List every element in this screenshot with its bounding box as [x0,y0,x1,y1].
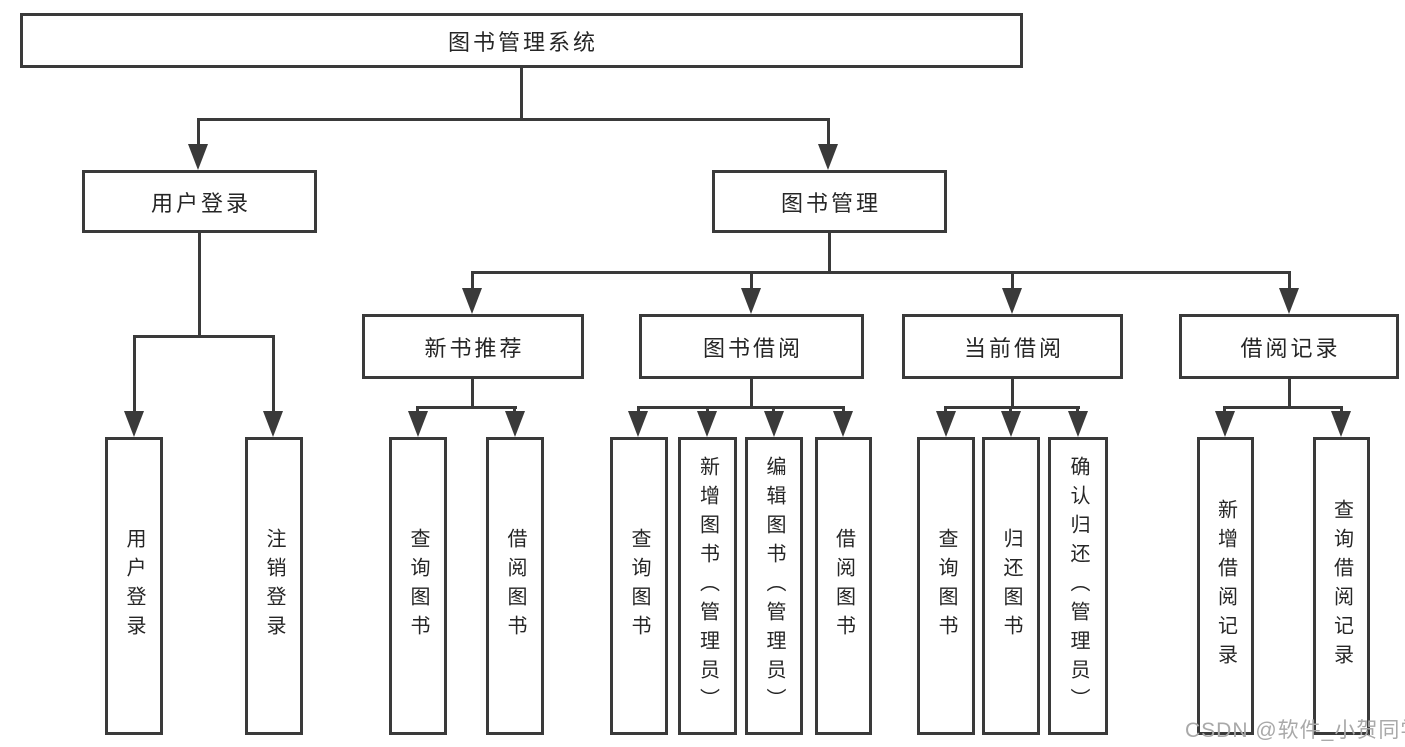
arrow-down-icon [1002,288,1022,314]
leaf-borrow-book: 借阅图书 [815,437,872,735]
node-book-borrow: 图书借阅 [639,314,864,379]
node-label: 归还图书 [1000,528,1022,644]
node-book-management: 图书管理 [712,170,947,233]
connector-vline [1009,406,1012,415]
node-label: 注销登录 [263,528,285,644]
arrow-down-icon [408,411,428,437]
node-label: 新书推荐 [424,335,525,361]
node-label: 借阅记录 [1240,335,1341,361]
connector-vline [1011,379,1014,406]
connector-vline [706,406,709,415]
connector-vline [637,406,640,415]
csdn-watermark: CSDN @软件_小贺同学 [1185,719,1405,742]
leaf-query-book: 查询图书 [610,437,668,735]
connector-vline [272,335,275,415]
node-label: 查询图书 [407,528,429,644]
node-root: 图书管理系统 [20,13,1023,68]
connector-vline [1076,406,1079,415]
node-label: 用户登录 [123,528,145,644]
arrow-down-icon [936,411,956,437]
node-label: 编辑图书（管理员） [763,455,785,717]
leaf-user-login: 用户登录 [105,437,163,735]
leaf-borrow-book: 借阅图书 [486,437,544,735]
connector-vline [944,406,947,415]
leaf-query-book: 查询图书 [917,437,975,735]
connector-hline [197,118,830,121]
connector-vline [828,233,831,271]
connector-vline [842,406,845,415]
leaf-confirm-return-admin: 确认归还（管理员） [1048,437,1108,735]
node-label: 查询借阅记录 [1330,499,1353,673]
node-label: 图书管理 [780,190,881,216]
leaf-query-borrow-record: 查询借阅记录 [1313,437,1370,735]
arrow-down-icon [1068,411,1088,437]
connector-vline [1288,379,1291,406]
arrow-down-icon [833,411,853,437]
arrow-down-icon [1279,288,1299,314]
connector-vline [513,406,516,415]
connector-vline [520,68,523,118]
arrow-down-icon [818,144,838,170]
arrow-down-icon [263,411,283,437]
node-label: 新增借阅记录 [1214,499,1237,673]
connector-vline [1288,271,1291,292]
arrow-down-icon [697,411,717,437]
connector-vline [1011,271,1014,292]
node-label: 图书管理系统 [447,29,598,55]
leaf-return-book: 归还图书 [982,437,1040,735]
arrow-down-icon [1001,411,1021,437]
connector-vline [197,118,200,150]
arrow-down-icon [764,411,784,437]
connector-vline [827,118,830,150]
node-label: 查询图书 [628,528,650,644]
connector-vline [471,271,474,292]
node-label: 借阅图书 [832,528,855,644]
arrow-down-icon [1331,411,1351,437]
connector-vline [416,406,419,415]
connector-hline [1223,406,1343,409]
leaf-query-book: 查询图书 [389,437,447,735]
connector-hline [637,406,845,409]
arrow-down-icon [188,144,208,170]
arrow-down-icon [462,288,482,314]
connector-vline [772,406,775,415]
node-label: 当前借阅 [963,335,1064,361]
arrow-down-icon [628,411,648,437]
node-label: 用户登录 [150,190,251,216]
node-borrow-record: 借阅记录 [1179,314,1399,379]
connector-vline [750,271,753,292]
node-label: 查询图书 [935,528,957,644]
node-label: 新增图书（管理员） [696,455,719,717]
connector-vline [1223,406,1226,415]
connector-hline [944,406,1080,409]
connector-hline [416,406,517,409]
node-label: 图书借阅 [702,335,803,361]
connector-vline [1340,406,1343,415]
connector-vline [133,335,136,415]
connector-hline [471,271,1291,274]
node-current-borrow: 当前借阅 [902,314,1123,379]
arrow-down-icon [505,411,525,437]
connector-vline [750,379,753,406]
node-new-book-recommend: 新书推荐 [362,314,584,379]
leaf-logout: 注销登录 [245,437,303,735]
node-label: 借阅图书 [504,528,526,644]
arrow-down-icon [124,411,144,437]
connector-vline [471,379,474,406]
node-label: 确认归还（管理员） [1067,455,1089,717]
leaf-edit-book-admin: 编辑图书（管理员） [745,437,803,735]
arrow-down-icon [1215,411,1235,437]
connector-hline [133,335,275,338]
leaf-add-borrow-record: 新增借阅记录 [1197,437,1254,735]
node-user-login: 用户登录 [82,170,317,233]
arrow-down-icon [741,288,761,314]
connector-vline [198,233,201,335]
leaf-add-book-admin: 新增图书（管理员） [678,437,737,735]
